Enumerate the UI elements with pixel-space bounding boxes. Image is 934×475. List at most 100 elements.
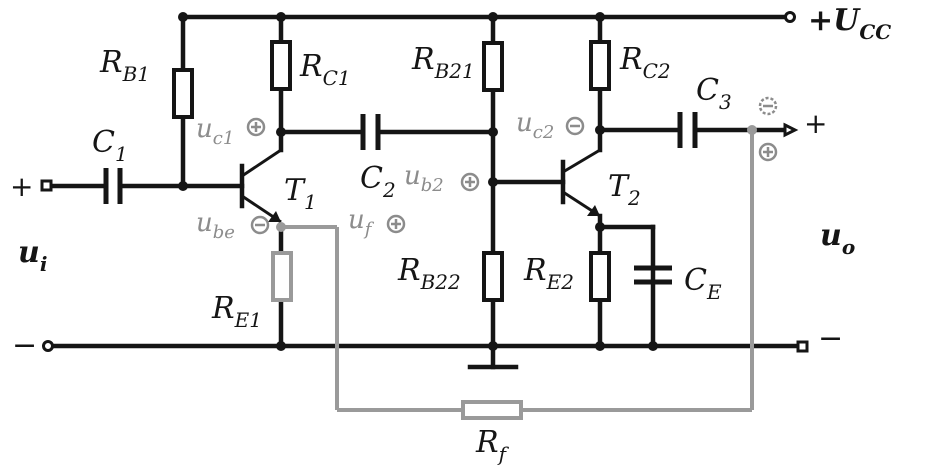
rc1-label: RC1 — [299, 49, 351, 90]
junctions — [178, 12, 658, 351]
rc1-label-main: R — [299, 49, 323, 84]
t2-collector — [562, 148, 601, 174]
polarity-marks — [246, 96, 778, 235]
supply-label: +UCC — [808, 3, 891, 44]
rc2-label: RC2 — [619, 42, 671, 83]
rb22-resistor — [482, 251, 504, 302]
transistor-t1 — [239, 148, 282, 224]
c2-label-sub: 2 — [382, 178, 396, 202]
ce-label-sub: E — [706, 280, 722, 304]
t2-label-main: T — [608, 169, 630, 204]
output-plus-sign: + — [804, 107, 827, 140]
uc1-label-sub: c1 — [213, 128, 235, 149]
junction — [276, 222, 286, 232]
input-plus-sign: + — [10, 170, 33, 203]
rb1-label-sub: B1 — [122, 62, 150, 86]
c2-label: C2 — [360, 161, 396, 202]
rf-label-main: R — [475, 425, 499, 460]
capacitors — [103, 112, 698, 285]
feedback-junction-output — [747, 125, 757, 135]
input-minus-sign: − — [12, 328, 37, 363]
re2-resistor — [589, 251, 611, 302]
rb21-label-sub: B21 — [434, 59, 475, 83]
rb1-label-main: R — [99, 45, 123, 80]
junction — [595, 341, 605, 351]
rb22-label-main: R — [397, 253, 421, 288]
uc2-label-sub: c2 — [533, 122, 555, 143]
output-label-main: u — [820, 218, 842, 253]
rb22-label-sub: B22 — [420, 270, 461, 294]
t1-label-sub: 1 — [304, 190, 317, 214]
uf-label-main: u — [348, 205, 365, 235]
c2-label-main: C — [360, 161, 383, 196]
ce-label: CE — [684, 263, 722, 304]
junction — [276, 12, 286, 22]
input-label-sub: i — [40, 252, 48, 276]
uf-label-sub: f — [363, 219, 375, 240]
ub2-label: ub2 — [404, 161, 444, 196]
junction — [595, 125, 605, 135]
junction — [595, 222, 605, 232]
t2-label: T2 — [608, 169, 641, 210]
rb21-label-main: R — [411, 42, 435, 77]
t2-label-sub: 2 — [627, 186, 641, 210]
terminals — [40, 11, 809, 353]
input-label: ui — [18, 235, 47, 276]
junction — [178, 12, 188, 22]
junction — [488, 341, 498, 351]
re1-label: RE1 — [211, 291, 262, 332]
re2-label: RE2 — [523, 253, 574, 294]
input-terminal-minus — [42, 340, 54, 352]
uc1-label: uc1 — [196, 114, 234, 149]
rb21-label: RB21 — [411, 42, 475, 83]
output-label: uo — [820, 218, 855, 259]
labels: +UCC RB1 RC1 RB21 RC2 RB22 RE2 RE1 Rf C1… — [10, 3, 891, 466]
t1-emitter-arrow-icon — [268, 211, 281, 222]
re1-label-sub: E1 — [234, 308, 262, 332]
c3-label-sub: 3 — [719, 90, 732, 114]
rb22-label: RB22 — [397, 253, 461, 294]
re2-label-sub: E2 — [546, 270, 574, 294]
c3-label-main: C — [696, 73, 719, 108]
output-minus-sign: − — [818, 321, 843, 356]
c3-label: C3 — [696, 73, 732, 114]
re1-resistor — [271, 251, 293, 302]
input-terminal-plus — [40, 179, 53, 192]
c1-label-main: C — [92, 125, 115, 160]
rb1-resistor — [172, 68, 194, 119]
c1-label-sub: 1 — [115, 142, 128, 166]
supply-label-sub: CC — [859, 20, 891, 44]
re2-label-main: R — [523, 253, 547, 288]
uc2-label-main: u — [516, 108, 533, 138]
transistor-t2 — [560, 148, 601, 218]
output-label-sub: o — [842, 235, 855, 259]
rc1-resistor — [270, 40, 292, 91]
rb1-label: RB1 — [99, 45, 150, 86]
uc2-label: uc2 — [516, 108, 554, 143]
output-terminal-minus — [796, 340, 809, 353]
output-terminal-plus — [783, 122, 799, 138]
input-label-main: u — [18, 235, 40, 270]
re1-label-main: R — [211, 291, 235, 326]
junction — [488, 12, 498, 22]
rf-label: Rf — [475, 425, 510, 466]
ube-label: ube — [196, 208, 235, 243]
rc2-label-sub: C2 — [643, 59, 671, 83]
rc2-label-main: R — [619, 42, 643, 77]
feedback-path — [281, 125, 757, 420]
uf-label: uf — [348, 205, 375, 240]
supply-terminal — [784, 11, 796, 23]
rf-resistor — [461, 400, 523, 420]
junction — [648, 341, 658, 351]
junction — [276, 127, 286, 137]
t1-collector — [241, 148, 282, 178]
rb21-resistor — [482, 41, 504, 92]
ub2-label-main: u — [404, 161, 421, 191]
ube-label-main: u — [196, 208, 213, 238]
ube-label-sub: be — [213, 222, 235, 243]
rc2-resistor — [589, 40, 611, 91]
ub2-label-sub: b2 — [421, 175, 444, 196]
junction — [488, 177, 498, 187]
rf-label-sub: f — [497, 442, 510, 466]
